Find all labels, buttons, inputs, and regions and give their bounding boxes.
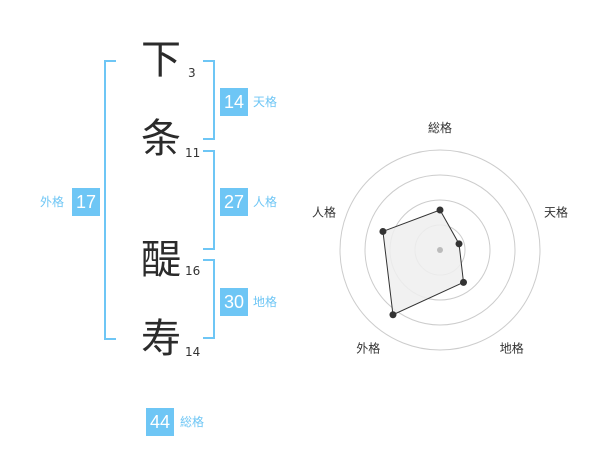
tenkaku-bracket: [203, 60, 215, 140]
stroke-count-1: 3: [188, 66, 196, 80]
name-char-2: 条: [141, 116, 181, 162]
radar-axis-label: 天格: [544, 204, 568, 219]
radar-point-4: [389, 311, 397, 319]
tenkaku-value: 14: [220, 88, 248, 116]
name-char-3: 醍: [141, 237, 181, 283]
radar-ring-4: [339, 149, 541, 351]
tenkaku-label: 天格: [253, 95, 278, 109]
name-char-4: 寿: [141, 316, 181, 362]
soukaku-value: 44: [146, 408, 174, 436]
radar-point-1: [436, 206, 444, 214]
jinkaku-label: 人格: [253, 195, 278, 209]
chikaku-bracket: [203, 259, 215, 339]
gaikaku-value: 17: [72, 188, 100, 216]
stroke-count-4: 14: [185, 345, 201, 359]
stroke-count-2: 11: [185, 146, 201, 160]
radar-axis-label: 人格: [312, 204, 336, 219]
radar-axis-label: 外格: [356, 341, 380, 356]
chikaku-label: 地格: [253, 295, 278, 309]
radar-axis-label: 地格: [500, 341, 524, 356]
radar-polygon: [382, 209, 465, 316]
radar-center-dot: [437, 247, 443, 253]
jinkaku-bracket: [203, 150, 215, 250]
jinkaku-value: 27: [220, 188, 248, 216]
chikaku-value: 30: [220, 288, 248, 316]
stroke-count-3: 16: [185, 264, 201, 278]
gaikaku-bracket: [104, 60, 116, 340]
radar-point-5: [379, 227, 387, 235]
soukaku-label: 総格: [180, 415, 205, 429]
radar-point-3: [460, 278, 468, 286]
radar-ring-3: [364, 174, 516, 326]
gaikaku-label: 外格: [40, 195, 65, 209]
radar-point-2: [455, 240, 463, 248]
name-char-1: 下: [141, 37, 181, 83]
radar-axis-label: 総格: [428, 120, 452, 135]
